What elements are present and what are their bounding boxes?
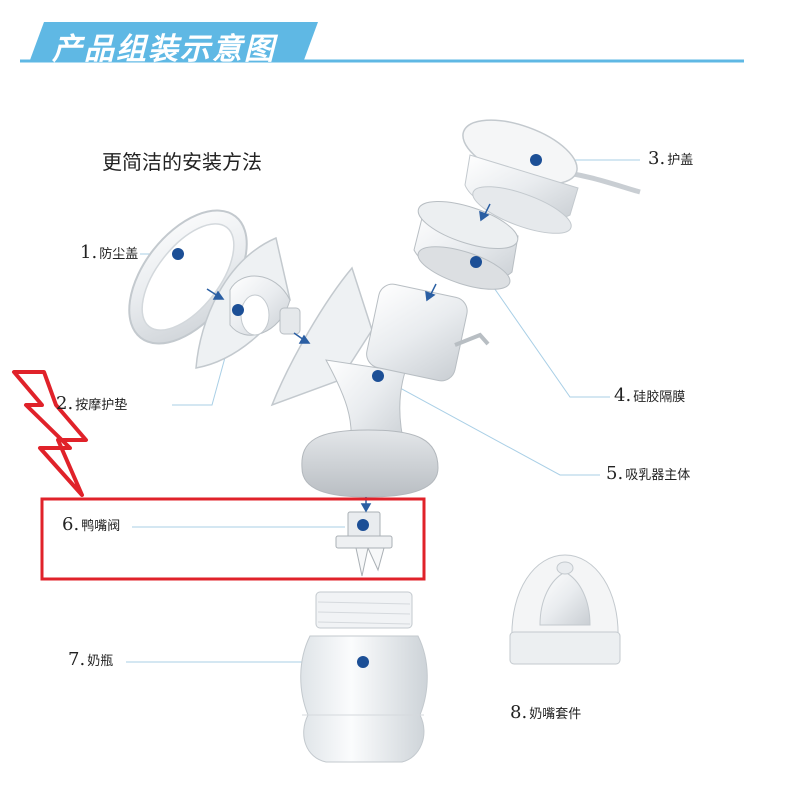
title-banner: [20, 22, 744, 63]
part-bottle: [300, 591, 428, 763]
dot-bottle: [357, 656, 369, 668]
label-part-6: 6.鸭嘴阀: [62, 514, 121, 535]
label-part-2: 2.按摩护垫: [56, 393, 128, 414]
dot-lid: [530, 154, 542, 166]
dot-pump-body: [372, 370, 384, 382]
arrow-cushion-to-body: [293, 332, 311, 344]
label-part-3: 3.护盖: [648, 148, 694, 169]
banner-shape: [30, 22, 318, 60]
dot-duckbill-valve: [357, 519, 369, 531]
diagram-subtitle: 更简洁的安装方法: [102, 150, 262, 174]
arrow-ring-to-cushion: [206, 288, 225, 300]
marker-dots: [172, 154, 542, 668]
label-part-7: 7.奶瓶: [68, 649, 114, 670]
part-lid: [462, 119, 641, 234]
part-nipple-kit: [509, 554, 621, 665]
leader-line-5: [377, 375, 600, 476]
arrow-lid-to-diaphragm: [479, 203, 491, 222]
part-massage-cushion: [195, 236, 301, 369]
label-part-8: 8.奶嘴套件: [510, 702, 582, 723]
dot-massage-cushion: [232, 304, 244, 316]
label-part-4: 4.硅胶隔膜: [614, 385, 686, 406]
part-silicone-diaphragm: [413, 201, 519, 290]
highlight-box: [40, 497, 426, 581]
label-part-1: 1.防尘盖: [80, 242, 139, 263]
dot-dust-cover: [172, 248, 184, 260]
lightning-bolt-icon: [12, 370, 88, 497]
leader-line-4: [475, 261, 610, 398]
leader-lines: [126, 159, 640, 663]
part-pump-body: [270, 266, 490, 498]
banner-title: 产品组装示意图: [52, 32, 276, 67]
dot-diaphragm: [470, 256, 482, 268]
label-part-5: 5.吸乳器主体: [606, 463, 691, 484]
arrow-diaphragm-to-body: [425, 283, 437, 302]
